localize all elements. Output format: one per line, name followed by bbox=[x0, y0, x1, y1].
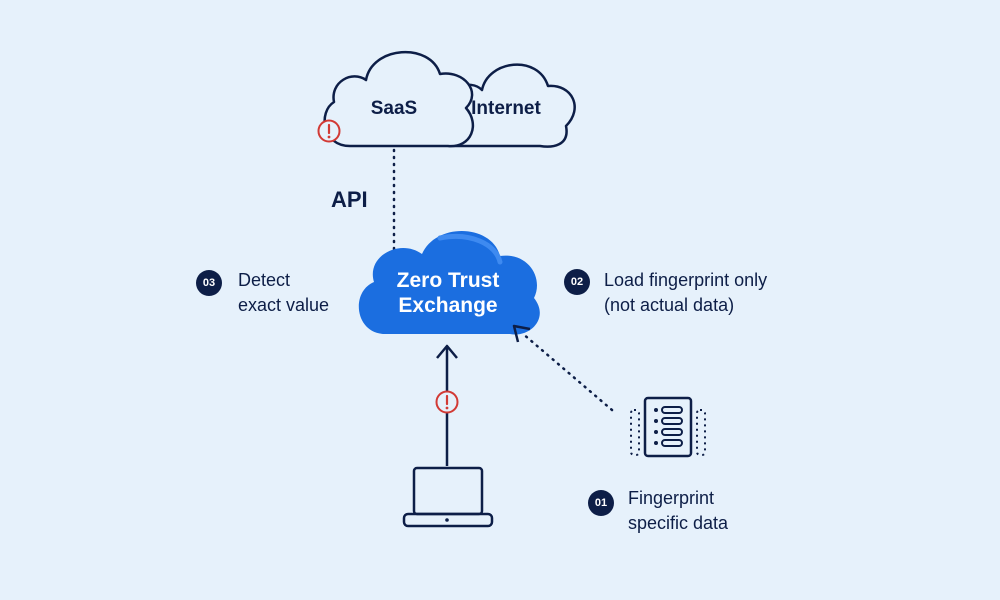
step-3-badge: 03 bbox=[196, 270, 222, 296]
step-1-line-2: specific data bbox=[628, 513, 729, 533]
step-3-line-1: Detect bbox=[238, 270, 291, 290]
step-1-text: Fingerprint specific data bbox=[628, 486, 728, 536]
zero-trust-exchange-cloud-icon bbox=[358, 230, 540, 335]
step-3-text: Detect exact value bbox=[238, 268, 329, 318]
zte-label-line-2: Exchange bbox=[398, 294, 498, 317]
cloud-highlight bbox=[437, 234, 503, 265]
step-2-badge: 02 bbox=[564, 269, 590, 295]
dotted-arrow-icon bbox=[512, 324, 614, 412]
step-2-line-2: (not actual data) bbox=[604, 295, 735, 315]
step-1-badge: 01 bbox=[588, 490, 614, 516]
saas-alert-icon bbox=[317, 119, 341, 143]
laptop-icon bbox=[402, 466, 494, 528]
internet-label: Internet bbox=[471, 98, 541, 119]
step-2-line-1: Load fingerprint only bbox=[604, 270, 768, 290]
zte-label-line-1: Zero Trust bbox=[396, 269, 500, 292]
zero-trust-exchange-label: Zero Trust Exchange bbox=[368, 268, 528, 318]
saas-cloud-icon bbox=[323, 51, 475, 148]
arrow-alert-icon bbox=[435, 390, 459, 414]
step-1-line-1: Fingerprint bbox=[628, 488, 715, 508]
step-3-line-2: exact value bbox=[238, 295, 330, 315]
saas-label: SaaS bbox=[370, 98, 418, 119]
document-icon bbox=[630, 396, 706, 458]
step-2-text: Load fingerprint only (not actual data) bbox=[604, 268, 767, 318]
api-label: API bbox=[331, 187, 368, 212]
